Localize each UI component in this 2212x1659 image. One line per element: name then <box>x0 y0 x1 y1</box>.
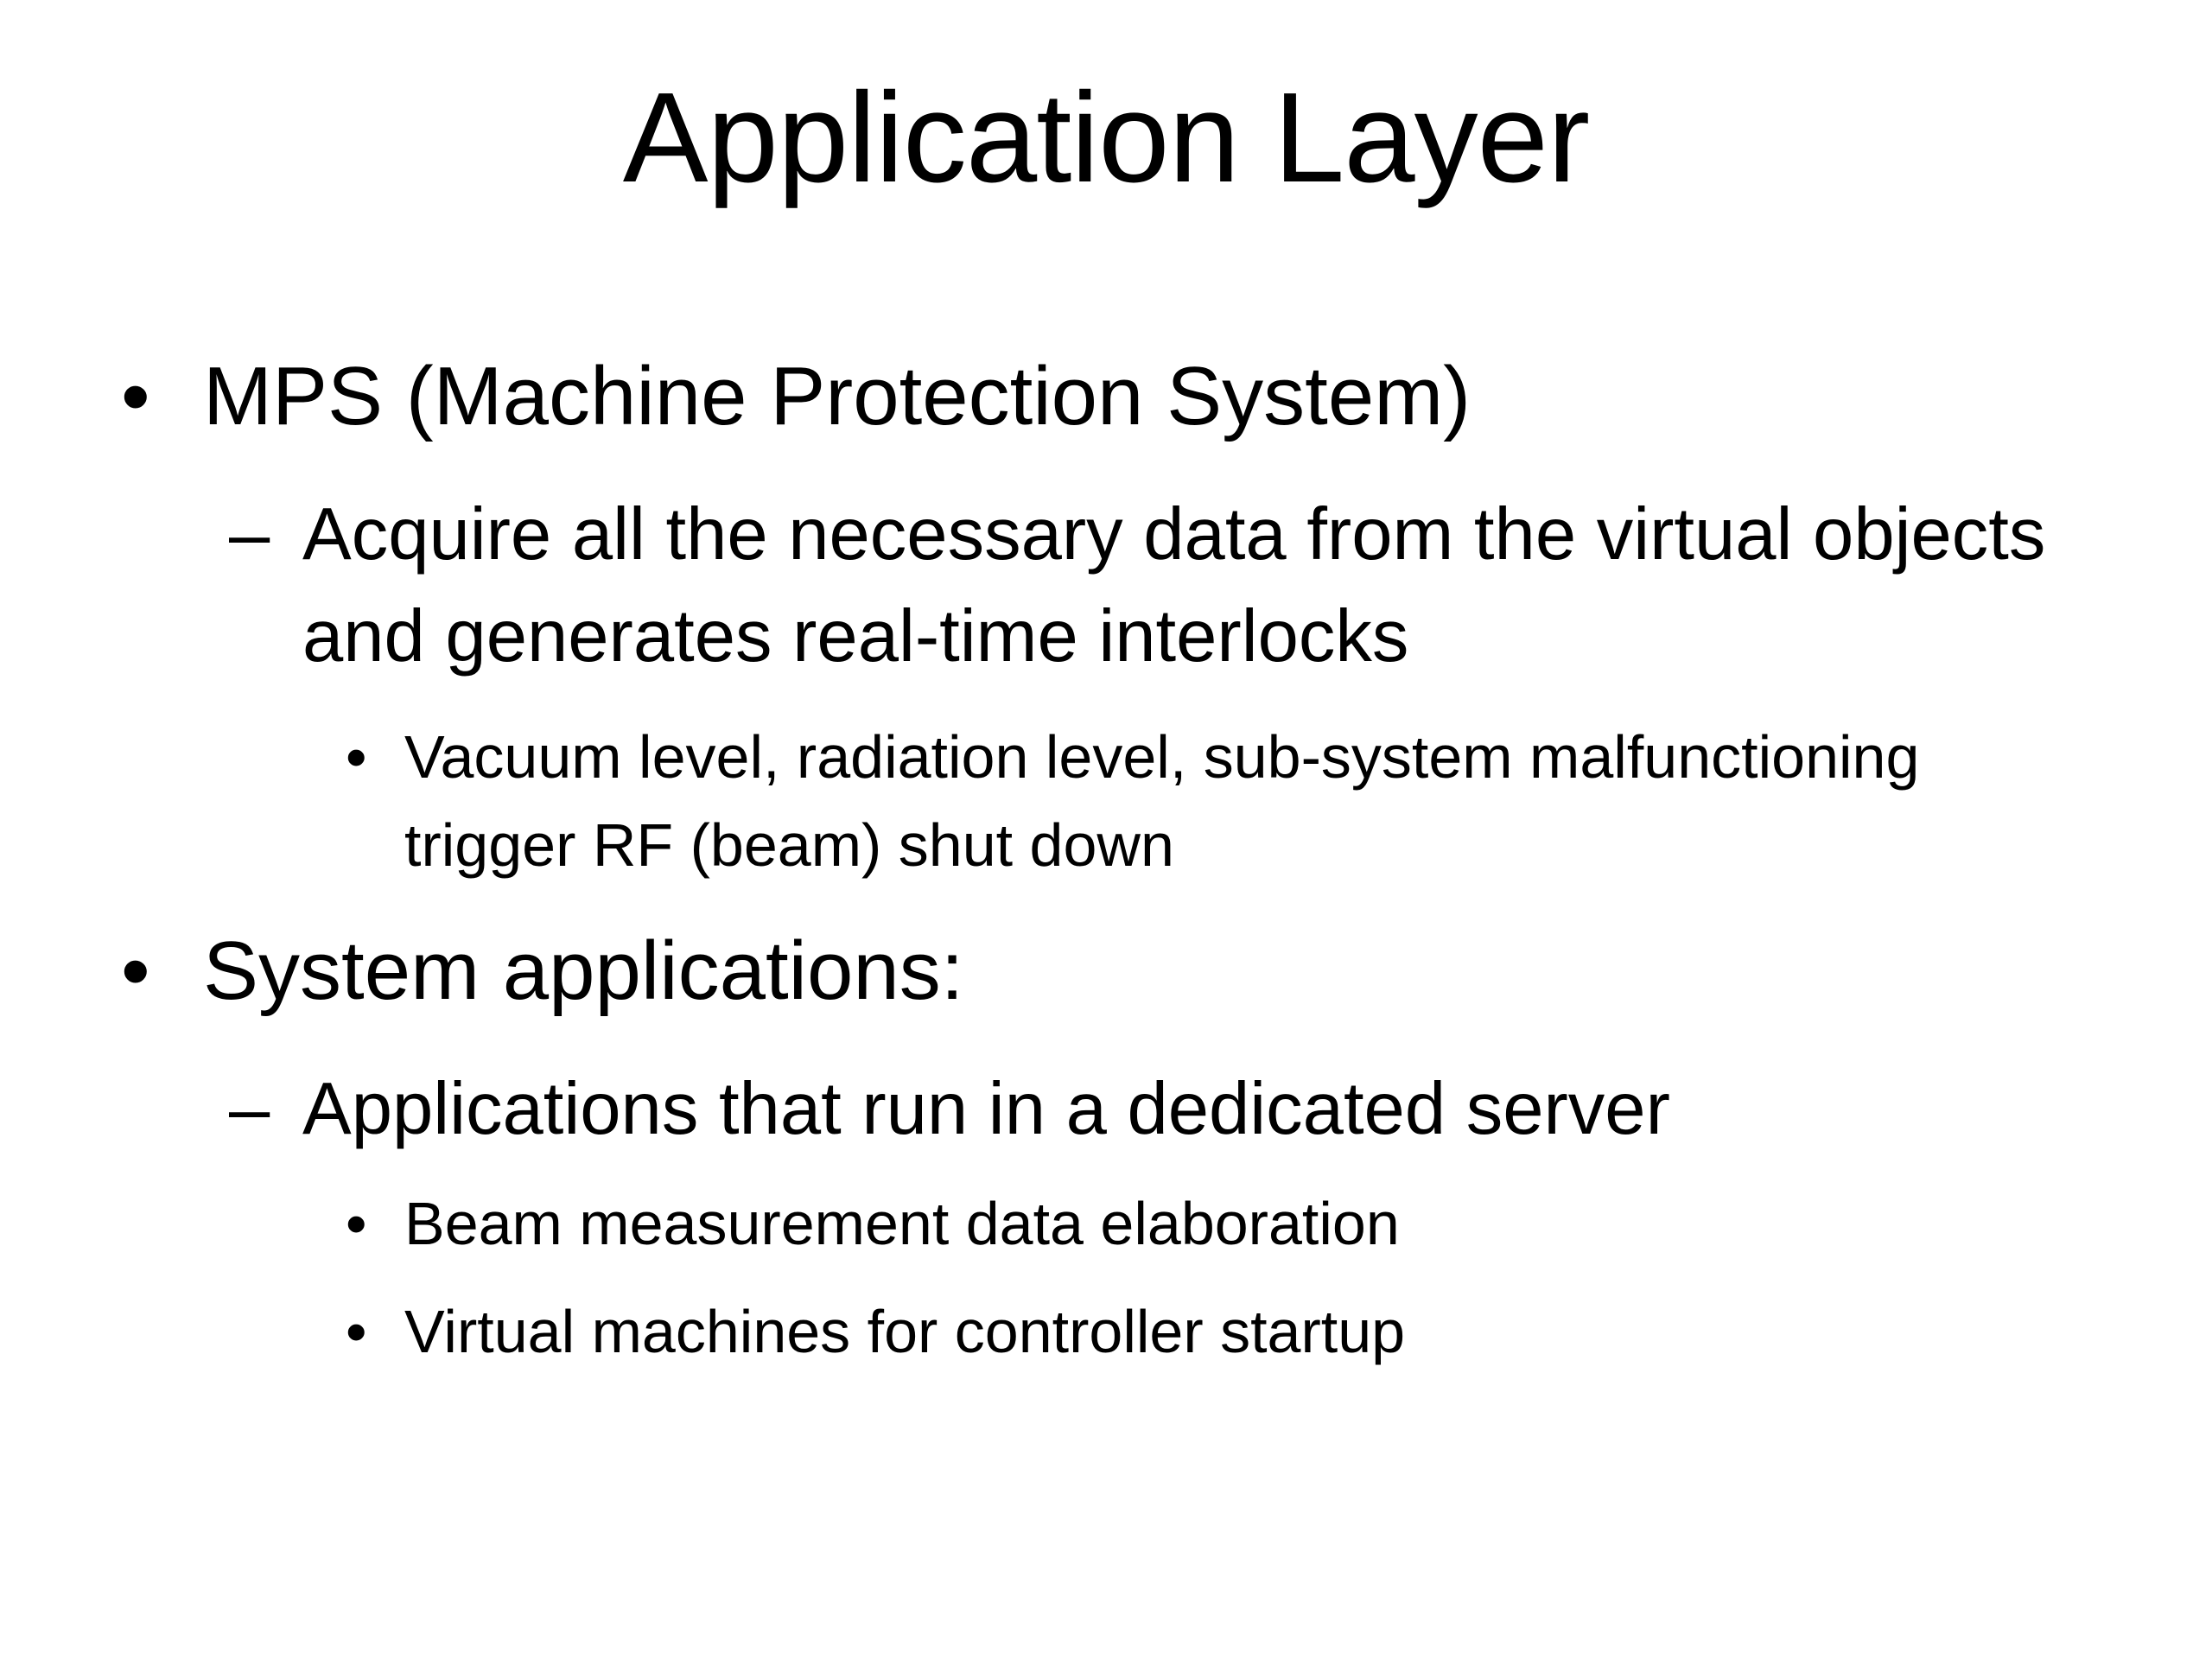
slide-title: Application Layer <box>622 67 1590 209</box>
detail-item-virtual-machines: • Virtual machines for controller startu… <box>346 1287 2031 1378</box>
detail-item-beam-measurement: • Beam measurement data elaboration <box>346 1179 2031 1270</box>
bullet-marker: • <box>346 1190 367 1257</box>
sub-item-acquire-data: – Acquire all the necessary data from th… <box>229 484 2087 691</box>
detail-item-text: Beam measurement data elaboration <box>404 1190 1400 1257</box>
detail-item-text: Virtual machines for controller startup <box>404 1298 1406 1365</box>
detail-item-vacuum-level: • Vacuum level, radiation level, sub-sys… <box>346 713 2031 894</box>
sub-item-dedicated-server: – Applications that run in a dedicated s… <box>229 1058 2087 1162</box>
dash-marker: – <box>229 1068 270 1150</box>
sub-item-text: Applications that run in a dedicated ser… <box>302 1068 1670 1150</box>
bullet-marker: • <box>121 925 150 1017</box>
bullet-text: MPS (Machine Protection System) <box>203 350 1471 442</box>
bullet-marker: • <box>346 1298 367 1365</box>
bullet-item-system-applications: • System applications: <box>121 920 2022 1033</box>
bullet-text: System applications: <box>203 925 964 1017</box>
bullet-marker: • <box>121 350 150 442</box>
bullet-item-mps: • MPS (Machine Protection System) <box>121 346 2022 458</box>
sub-item-text: Acquire all the necessary data from the … <box>302 493 2046 677</box>
bullet-marker: • <box>346 723 367 791</box>
dash-marker: – <box>229 493 270 575</box>
detail-item-text: Vacuum level, radiation level, sub-syste… <box>404 723 1920 879</box>
